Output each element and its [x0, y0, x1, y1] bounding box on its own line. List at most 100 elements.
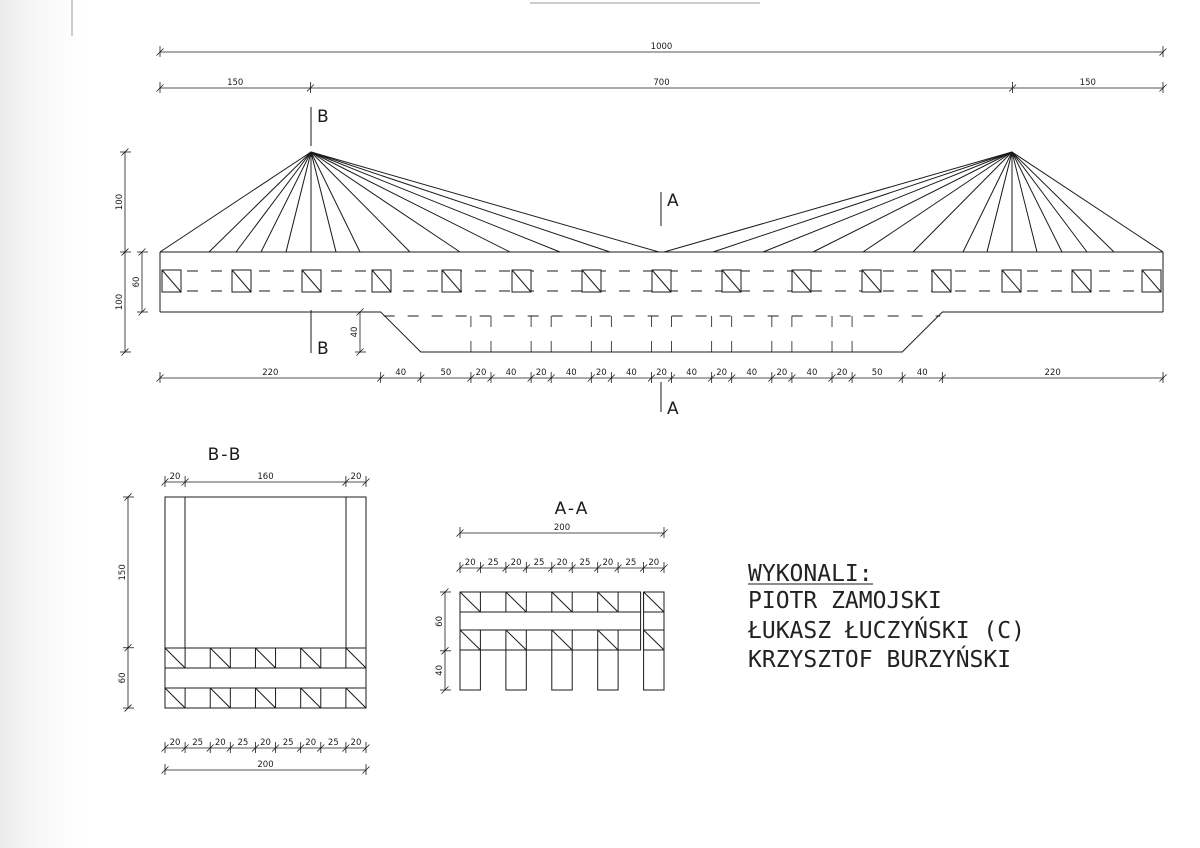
dim-bottom-segments-label: 40: [746, 368, 757, 378]
aa-dim-overall-label: 200: [554, 523, 570, 533]
aa-rib-leg: [459, 649, 481, 691]
stay-cable: [1011, 151, 1038, 253]
crossbeam-diagonal: [164, 647, 186, 669]
dimension-tick-slash: [660, 529, 668, 537]
bb-dim-left-label: 150: [118, 564, 128, 580]
dimension-tick-slash: [156, 48, 164, 56]
section-a-label-top: A: [667, 191, 679, 211]
crossbeam-diagonal: [459, 591, 481, 613]
crossbeam-diagonal: [551, 629, 573, 651]
bb-dim-bottom-label: 20: [260, 738, 271, 748]
stay-cable: [260, 151, 312, 253]
dim-bottom-segments-label: 20: [837, 368, 848, 378]
dim-bottom-segments-label: 20: [596, 368, 607, 378]
dimension-tick-slash: [416, 374, 425, 382]
dimension-tick-slash: [156, 84, 164, 92]
stay-cable: [310, 151, 511, 253]
deck-crossbeam: [651, 269, 672, 293]
aa-crossbeam-lower: [551, 629, 573, 651]
dim-chord-depth-label: 40: [350, 327, 360, 338]
dimension-tick-slash: [848, 374, 856, 382]
dimension-tick-slash: [456, 564, 464, 572]
stay-cables: [159, 151, 1164, 253]
bb-crossbeam-lower: [209, 687, 231, 709]
aa-crossbeam-lower: [643, 629, 665, 651]
bb-dim-bottom-label: 25: [192, 738, 203, 748]
dimension-tick-slash: [124, 493, 132, 501]
deck-crossbeam: [511, 269, 532, 293]
crossbeam-diagonal: [1071, 269, 1092, 293]
deck-crossbeam: [581, 269, 602, 293]
stay-cable: [285, 151, 312, 253]
aa-crossbeam-lower: [597, 629, 619, 651]
stay-cable: [712, 151, 1013, 253]
deck-crossbeam: [231, 269, 252, 293]
crossbeam-diagonal: [255, 647, 276, 669]
stay-cable: [986, 151, 1013, 253]
bb-crossbeam-lower: [300, 687, 322, 709]
author-name: ŁUKASZ ŁUCZYŃSKI (C): [747, 616, 1025, 644]
dimension-tick-slash: [226, 744, 235, 752]
dimension-tick-slash: [121, 348, 129, 356]
dimension-tick-slash: [614, 564, 622, 572]
dimension-tick-slash: [161, 744, 169, 752]
dimension-tick-slash: [593, 564, 602, 572]
dim-total-height-label: 100: [115, 294, 125, 310]
dimension-tick-slash: [356, 348, 364, 356]
dimension-tick-slash: [362, 478, 370, 486]
aa-dim-top-label: 20: [557, 558, 568, 568]
aa-crossbeam-upper: [459, 591, 481, 613]
aa-rib-leg: [597, 649, 619, 691]
crossbeam-diagonal: [345, 687, 367, 709]
dimension-tick-slash: [1008, 84, 1017, 92]
crossbeam-diagonal: [231, 269, 252, 293]
dimension-tick-slash: [522, 564, 531, 572]
bb-dim-bottom-label: 20: [170, 738, 181, 748]
dimension-tick-slash: [898, 374, 907, 382]
aa-crossbeam-upper: [597, 591, 619, 613]
aa-dim-top-label: 25: [534, 558, 545, 568]
deck-crossbeam: [721, 269, 742, 293]
dimension-tick-slash: [707, 374, 716, 382]
dim-bottom-segments-label: 20: [476, 368, 487, 378]
aa-dim-top-label: 20: [602, 558, 613, 568]
dimension-tick-slash: [441, 686, 449, 694]
crossbeam-diagonal: [597, 629, 619, 651]
dimension-tick-slash: [938, 374, 947, 382]
dimension-tick-slash: [547, 374, 555, 382]
aa-dim-top-label: 25: [580, 558, 591, 568]
crossbeam-diagonal: [345, 647, 367, 669]
crossbeam-diagonal: [209, 647, 231, 669]
dimension-tick-slash: [647, 374, 656, 382]
stay-cable: [1011, 151, 1164, 253]
dimension-tick-slash: [467, 374, 475, 382]
section-b-label-bottom: B: [317, 339, 329, 359]
dim-bottom-segments-label: 40: [395, 368, 406, 378]
dimension-tick-slash: [181, 744, 189, 752]
dimension-tick-slash: [161, 766, 169, 774]
bb-crossbeam-upper: [300, 647, 322, 669]
dim-bottom-segments-label: 40: [566, 368, 577, 378]
dim-spans-label: 150: [227, 78, 243, 88]
crossbeam-diagonal: [505, 629, 527, 651]
dimension-tick-slash: [441, 647, 449, 655]
bb-crossbeam-upper: [209, 647, 231, 669]
dimension-tick-slash: [124, 643, 132, 652]
crossbeam-diagonal: [209, 687, 231, 709]
aa-rib-leg: [505, 649, 527, 691]
bb-dim-bottom-label: 20: [351, 738, 362, 748]
dimension-tick-slash: [667, 374, 676, 382]
dim-spans-label: 700: [653, 78, 669, 88]
dimension-tick-slash: [1159, 84, 1167, 92]
deck-bottom-outline: [160, 311, 1163, 353]
bb-dim-top-label: 20: [351, 472, 362, 482]
dimension-tick-slash: [342, 478, 350, 486]
dimension-tick-slash: [362, 766, 370, 774]
